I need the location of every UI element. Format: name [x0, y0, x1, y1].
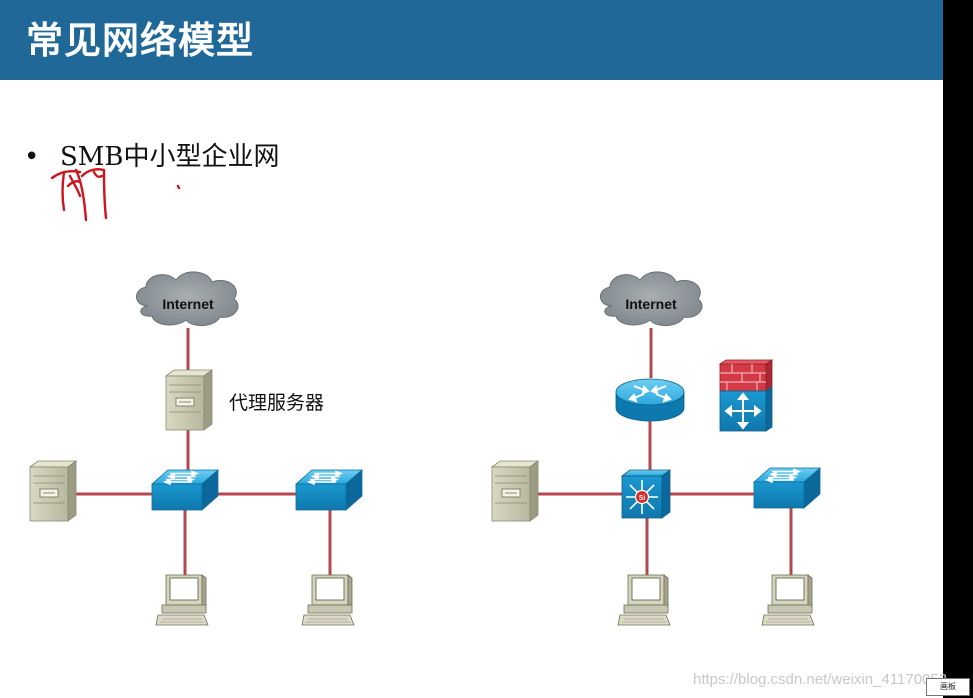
- left-second-switch-icon: [295, 469, 363, 511]
- svg-text:Si: Si: [639, 495, 646, 502]
- right-pc-1-icon: [617, 574, 671, 626]
- right-pc-2-icon: [761, 574, 815, 626]
- proxy-server-label: 代理服务器: [229, 392, 325, 414]
- left-pc-1-icon: [155, 574, 209, 626]
- bullet-text: SMB中小型企业网: [60, 142, 280, 172]
- left-links: [76, 328, 332, 578]
- left-pc-2-icon: [301, 574, 355, 626]
- left-server-icon: [29, 460, 77, 522]
- watermark: https://blog.csdn.net/weixin_41170053: [693, 671, 948, 688]
- right-links: [536, 328, 793, 578]
- network-diagram: Internet Internet: [29, 168, 821, 626]
- slide-title: 常见网络模型: [26, 18, 254, 62]
- right-server-icon: [491, 460, 539, 522]
- title-bar: 常见网络模型: [0, 0, 943, 80]
- proxy-server-icon: [165, 369, 213, 431]
- left-internet-cloud: Internet: [135, 271, 239, 327]
- right-cloud-label: Internet: [625, 296, 677, 312]
- bullet-marker: •: [24, 142, 40, 172]
- firewall-icon: [718, 359, 774, 432]
- multilayer-switch-icon: Si: [620, 469, 672, 519]
- handwritten-annotation: [50, 168, 181, 222]
- left-main-switch-icon: [151, 469, 219, 511]
- slide: 常见网络模型 • SMB中小型企业网: [0, 0, 943, 698]
- right-second-switch-icon: [753, 467, 821, 509]
- left-cloud-label: Internet: [162, 296, 214, 312]
- bullet-item: • SMB中小型企业网: [24, 136, 280, 173]
- router-icon: [615, 378, 685, 422]
- right-internet-cloud: Internet: [599, 271, 703, 327]
- sketchpad-button[interactable]: 画板: [926, 678, 970, 696]
